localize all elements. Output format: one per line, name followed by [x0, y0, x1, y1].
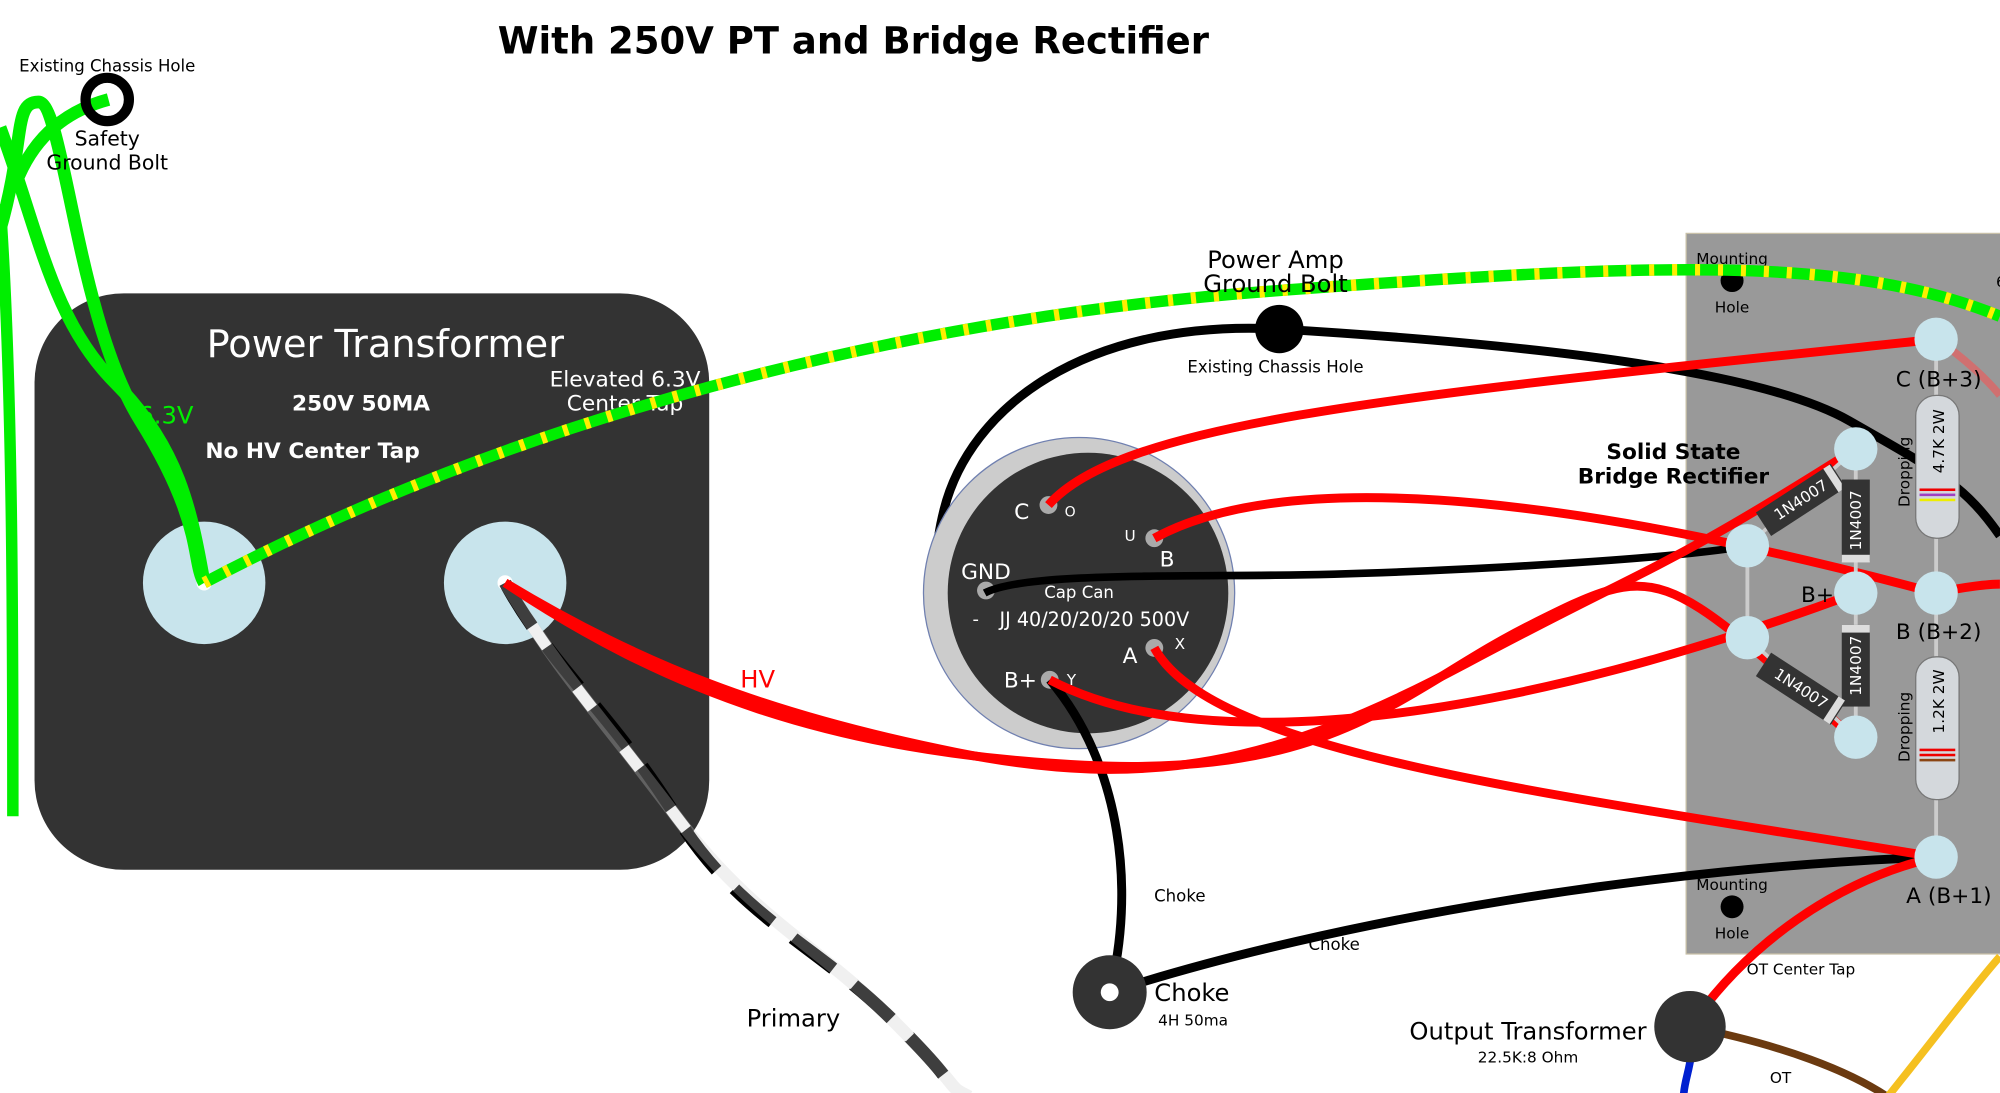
node-c-label: C (B+3) [1896, 367, 1982, 392]
ot-label: Output Transformer [1409, 1017, 1646, 1045]
cap-bplus-label: B+ [1004, 668, 1037, 693]
cap-minus-label: - [973, 609, 979, 630]
svg-text:1N4007: 1N4007 [1847, 490, 1865, 550]
pa-ground-label: Power Amp [1207, 246, 1343, 274]
resistor-4-7k: 4.7K 2W [1915, 394, 1960, 539]
safety-ground-bolt [80, 72, 135, 127]
cap-can-spec: JJ 40/20/20/20 500V [999, 608, 1190, 631]
cap-gnd-label: GND [961, 560, 1011, 585]
pa-ground-label-2: Ground Bolt [1203, 270, 1347, 298]
bridge-bplus-label: B+ [1801, 583, 1834, 608]
hv-label: HV [740, 665, 775, 693]
safety-ground-label: Safety [75, 126, 140, 150]
choke-to-node-a [1108, 852, 1937, 997]
choke-wire-label: Choke [1154, 887, 1205, 906]
cap-c-mark: O [1065, 505, 1076, 521]
cap-a-mark: X [1175, 635, 1185, 653]
cap-b-to-node-b [1152, 493, 1938, 598]
primary-wire-black [499, 579, 962, 1093]
ot-center-tap-wire [1686, 852, 1938, 1030]
choke-wire-label-2: Choke [1308, 935, 1359, 954]
pa-chassis-hole-label: Existing Chassis Hole [1187, 357, 1363, 376]
elevated-ct-label: Elevated 6.3V [550, 367, 701, 392]
resistor-1-2k: 1.2K 2W [1915, 656, 1960, 801]
pt-rating: 250V 50MA [292, 392, 430, 417]
dropping-label: Dropping [1895, 437, 1913, 507]
cap-ground-to-rectifier [982, 542, 1749, 597]
diagram-title: With 250V PT and Bridge Rectifier [498, 20, 1210, 63]
bplus-to-choke [1046, 676, 1127, 994]
cap-can-title: Cap Can [1044, 583, 1114, 602]
cap-bplus-mark: Y [1066, 671, 1077, 689]
cap-c-to-node-c [1045, 334, 1937, 509]
mounting-hole-bottom [1720, 895, 1744, 919]
primary-label: Primary [747, 1005, 841, 1033]
safety-ground-label-2: Ground Bolt [46, 151, 168, 175]
ot-wire-label: OT [1770, 1069, 1792, 1087]
power-amp-ground-bolt [1255, 304, 1304, 354]
pt-title: Power Transformer [207, 322, 565, 367]
hv-wire-2 [502, 579, 1859, 771]
pt-note: No HV Center Tap [205, 439, 419, 464]
svg-text:1N4007: 1N4007 [1847, 636, 1865, 696]
heater-voltage-label: 6.3V [138, 401, 194, 429]
diode-3: 1N4007 [1841, 624, 1870, 707]
mounting-label: Mounting [1696, 876, 1768, 894]
svg-text:4.7K 2W: 4.7K 2W [1930, 409, 1948, 473]
cap-b-label: B [1160, 547, 1175, 572]
diode-2: 1N4007 [1841, 479, 1870, 563]
ot-center-tap-label: OT Center Tap [1747, 960, 1856, 978]
node-a-label: A (B+1) [1906, 884, 1991, 909]
node-b-label: B (B+2) [1896, 620, 1981, 645]
choke-label: Choke [1154, 979, 1229, 1007]
chassis-hole-label: Existing Chassis Hole [19, 56, 195, 75]
hole-label: Hole [1715, 298, 1750, 316]
hole-label: Hole [1715, 925, 1750, 943]
dropping-label-2: Dropping [1895, 692, 1913, 762]
choke-spec: 4H 50ma [1158, 1011, 1228, 1029]
cap-c-label: C [1014, 500, 1029, 525]
mounting-label: Mounting [1696, 250, 1768, 268]
cap-a-label: A [1123, 644, 1138, 669]
edge-text: 6 [1996, 273, 2000, 291]
cap-bplus-to-bridge [1047, 588, 1858, 727]
cap-a-to-node-a [1150, 645, 1937, 862]
ot-spec: 22.5K:8 Ohm [1478, 1048, 1578, 1066]
output-transformer [1654, 990, 1726, 1063]
svg-text:1.2K 2W: 1.2K 2W [1930, 669, 1948, 733]
cap-b-mark: U [1124, 527, 1135, 545]
rectifier-label-2: Bridge Rectifier [1578, 464, 1770, 489]
rectifier-label: Solid State [1606, 440, 1740, 465]
elevated-ct-wire [201, 264, 2000, 588]
